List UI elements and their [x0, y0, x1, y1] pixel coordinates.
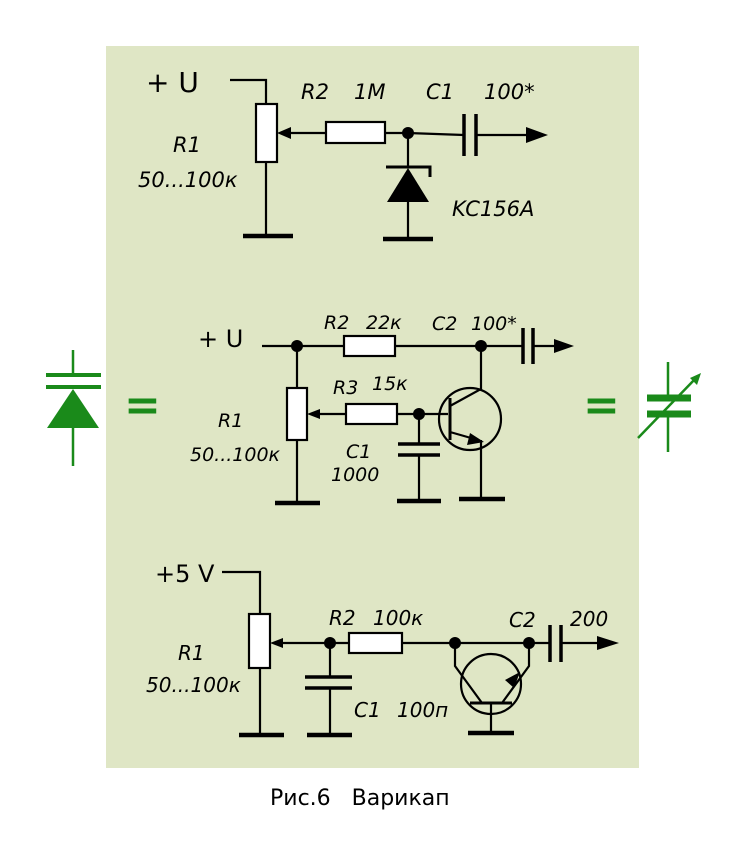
- c3-r1-value: 50...100к: [146, 673, 241, 697]
- c3-supply-wire: [222, 570, 262, 614]
- c2-output-arrow-icon: [554, 339, 574, 353]
- c2-c2-value: 100*: [471, 313, 517, 335]
- c3-c2-name: C2: [509, 608, 536, 632]
- c3-transistor-left-lead: [453, 643, 483, 704]
- circuit-1: + U R1 50...100к R2 1M C1 100* KC156A: [138, 66, 548, 242]
- c1-c1-name: C1: [426, 80, 454, 104]
- c2-r1-value: 50...100к: [190, 444, 281, 466]
- c2-supply-label: + U: [198, 325, 243, 353]
- circuit-3: +5 V R1 50...100к C1 100п R2 100к: [146, 560, 619, 738]
- c3-r2-name: R2: [329, 606, 356, 630]
- c2-r2-value: 22к: [366, 312, 402, 334]
- c2-c2-name: C2: [432, 313, 457, 335]
- c3-emitter-arrow-icon: [505, 672, 520, 688]
- c1-r2-resistor: [324, 120, 387, 145]
- c2-r3-value: 15к: [372, 373, 408, 395]
- c1-r2-value: 1M: [354, 80, 385, 104]
- c3-r2-value: 100к: [373, 606, 423, 630]
- c2-c1-name: C1: [346, 441, 371, 463]
- c1-zener-diode-icon: [387, 168, 429, 202]
- c1-r1-value: 50...100к: [138, 168, 238, 192]
- c2-r3-name: R3: [333, 377, 358, 399]
- c2-transistor-collector: [449, 346, 483, 407]
- circuit-2: + U R2 22к C2 100* R1 50...100к R3 15к: [190, 312, 574, 506]
- c1-supply-label: + U: [146, 66, 199, 99]
- variable-capacitor-symbol-icon: [637, 362, 701, 452]
- c2-transistor-body: [437, 386, 503, 452]
- c3-r1-name: R1: [178, 641, 205, 665]
- varicap-diode-symbol-icon: [46, 350, 101, 466]
- c1-zener-label: KC156A: [452, 197, 534, 221]
- c1-c1-value: 100*: [484, 80, 535, 104]
- c1-r1-potentiometer: [254, 102, 279, 164]
- c3-c2-value: 200: [570, 607, 608, 631]
- c3-wiper-arrow-icon: [270, 638, 283, 648]
- equals-right: =: [583, 380, 620, 431]
- equals-left: =: [124, 380, 161, 431]
- figure-caption: Рис.6 Варикап: [270, 786, 450, 811]
- c2-r2-resistor: [342, 334, 397, 358]
- c2-wiper-arrow-icon: [307, 409, 320, 419]
- c3-r1-potentiometer: [247, 612, 272, 670]
- c2-c1-value: 1000: [331, 464, 379, 486]
- c3-r2-resistor: [347, 631, 404, 655]
- c1-supply-wire: [230, 78, 268, 104]
- c1-wiper-arrow-icon: [277, 127, 291, 139]
- c3-output-arrow-icon: [597, 636, 619, 650]
- c1-zener-cathode-bar: [386, 165, 432, 177]
- c2-r1-name: R1: [218, 410, 243, 432]
- c2-r3-resistor: [344, 402, 399, 426]
- c1-output-arrow-icon: [526, 127, 548, 143]
- c3-supply-label: +5 V: [155, 560, 215, 588]
- c3-c1-name: C1: [354, 698, 381, 722]
- c1-r2-name: R2: [301, 80, 329, 104]
- c1-r1-name: R1: [173, 133, 201, 157]
- c3-c1-value: 100п: [397, 698, 448, 722]
- c2-r2-name: R2: [324, 312, 349, 334]
- c2-r1-potentiometer: [285, 386, 309, 442]
- c2-emitter-arrow-icon: [467, 433, 484, 445]
- c3-transistor-right-lead: [501, 643, 531, 704]
